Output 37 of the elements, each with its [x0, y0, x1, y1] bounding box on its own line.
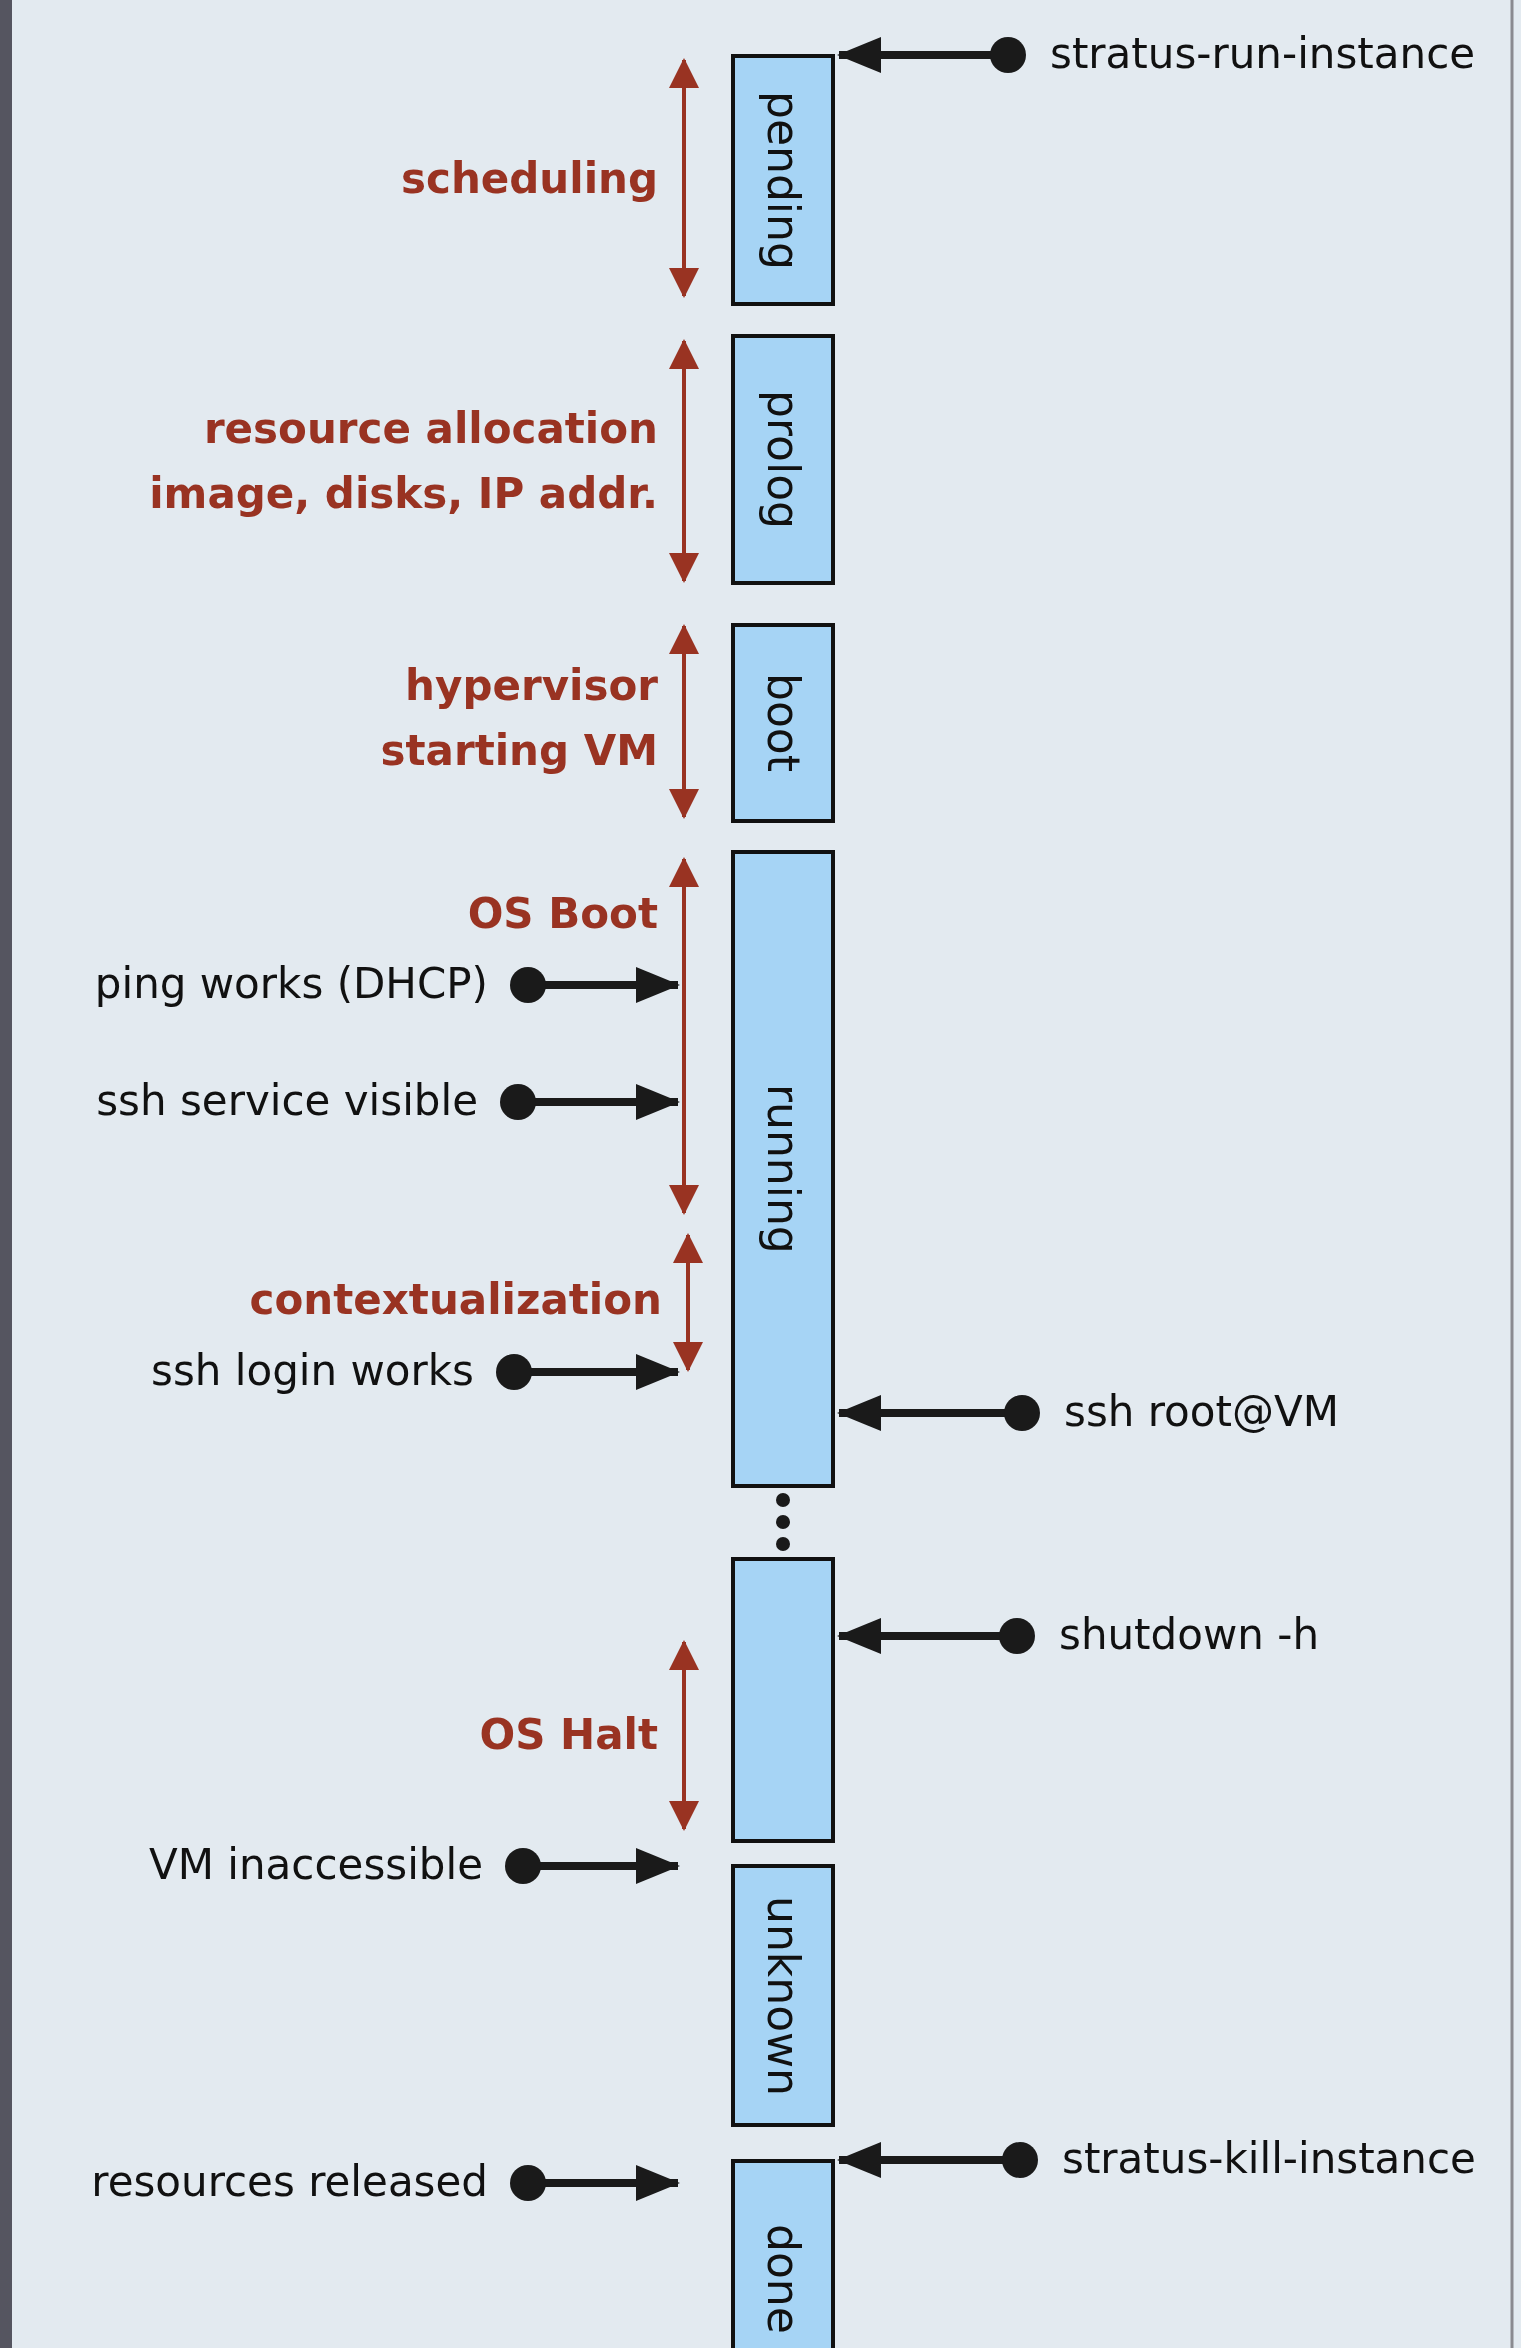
arrow [837, 37, 1026, 73]
event-label: ping works (DHCP) [94, 961, 488, 1008]
state-box [731, 2159, 835, 2348]
event-label: ssh root@VM [1064, 1389, 1339, 1436]
state-label: unknown [757, 1895, 809, 2096]
event-label: stratus-kill-instance [1062, 2136, 1476, 2183]
arrow [837, 1618, 1035, 1654]
arrow [496, 1354, 680, 1390]
arrow [837, 1395, 1040, 1431]
event-label: ssh service visible [96, 1078, 478, 1125]
state-label: pending [757, 90, 809, 270]
phase-label: hypervisor starting VM [379, 660, 658, 778]
state-box [731, 1864, 835, 2127]
arrow [500, 1084, 680, 1120]
phase-label: OS Boot [466, 887, 658, 940]
event-label: ssh login works [151, 1348, 474, 1395]
phase-label: resource allocation image, disks, IP addr. [148, 403, 658, 521]
arrow [837, 2142, 1038, 2178]
state-label: boot [757, 673, 809, 773]
event-label: stratus-run-instance [1050, 31, 1476, 78]
phase-label: contextualization [248, 1273, 662, 1326]
state-box [731, 1557, 835, 1843]
event-label: VM inaccessible [149, 1842, 483, 1889]
state-label: running [757, 1084, 809, 1254]
phase-label: OS Halt [478, 1708, 658, 1761]
arrow [510, 967, 680, 1003]
state-label: prolog [757, 389, 809, 529]
arrow [510, 2165, 680, 2201]
state-box [731, 334, 835, 585]
state-box [731, 54, 835, 306]
state-box [731, 850, 835, 1488]
state-box [731, 623, 835, 823]
event-label: shutdown -h [1059, 1612, 1320, 1659]
state-label: done [757, 2224, 809, 2334]
phase-label: scheduling [400, 152, 658, 205]
event-label: resources released [91, 2159, 488, 2206]
arrow [505, 1848, 680, 1884]
